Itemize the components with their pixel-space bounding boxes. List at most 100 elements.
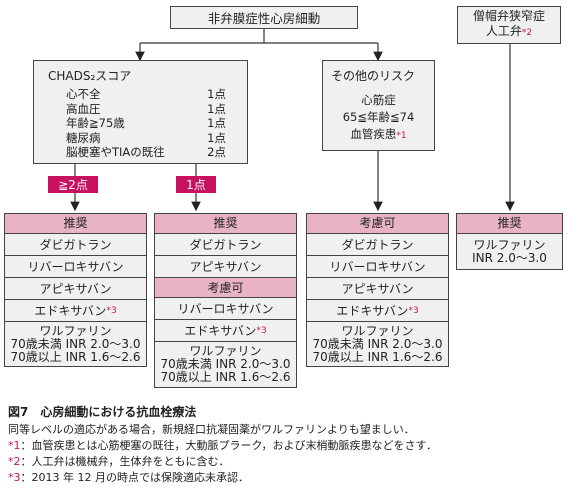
valve-line2: 人工弁 — [485, 24, 522, 38]
chads-item: 脳梗塞やTIAの既往 2点 — [66, 145, 226, 160]
chads-title: CHADS₂スコア — [48, 69, 132, 83]
chads-item-points: 1点 — [207, 101, 226, 116]
note-text: ：2013 年 12 月の時点では保険適応未承認． — [20, 471, 249, 484]
chads-item-label: 高血圧 — [66, 101, 101, 116]
col1-row: リバーロキサバン — [5, 255, 146, 278]
drug-name: エドキサバン — [336, 303, 409, 318]
chads-item-label: 年齢≧75歳 — [66, 116, 125, 130]
note-mark: *1 — [8, 439, 21, 452]
warfarin-name: ワルファリン — [341, 323, 414, 338]
col2-header2-text: 考慮可 — [207, 280, 244, 295]
other-item: 心筋症 — [361, 93, 396, 107]
caption-line1: 同等レベルの適応がある場合，新規経口抗凝固薬がワルファリンよりも望ましい． — [8, 423, 415, 436]
col2-row: エドキサバン*3 — [155, 319, 296, 342]
drug-name: エドキサバン — [184, 323, 257, 338]
other-mark: *1 — [396, 131, 407, 141]
drug-mark: *3 — [256, 325, 267, 336]
chads-item-label: 心不全 — [66, 87, 101, 101]
col3-header: 考慮可 — [307, 214, 448, 233]
col4-header-text: 推奨 — [497, 216, 522, 230]
warfarin-name: ワルファリン — [39, 323, 112, 338]
col3-header-text: 考慮可 — [359, 216, 396, 230]
col4-box: 推奨 ワルファリン INR 2.0〜3.0 — [456, 213, 563, 270]
col3-row: ダビガトラン — [307, 233, 448, 256]
other-item-text: 血管疾患 — [350, 127, 397, 141]
col1-warfarin: ワルファリン 70歳未満 INR 2.0〜3.0 70歳以上 INR 1.6〜2… — [5, 321, 146, 366]
drug-name: リバーロキサバン — [177, 301, 274, 316]
chip-score-ge2: ≧2点 — [48, 176, 98, 193]
drug-name: アピキサバン — [341, 281, 414, 296]
chads-item-points: 2点 — [207, 145, 226, 159]
col4-warfarin: ワルファリン INR 2.0〜3.0 — [457, 233, 562, 269]
col3-row: アピキサバン — [307, 277, 448, 300]
chads-item: 糖尿病 1点 — [66, 131, 226, 146]
col2-row: アピキサバン — [155, 255, 296, 278]
other-items: 心筋症 65≦年齢≦74 血管疾患*1 — [323, 92, 434, 145]
valve-line1: 僧帽弁狭窄症 — [472, 9, 545, 23]
col2-row: リバーロキサバン — [155, 297, 296, 320]
drug-mark: *3 — [106, 305, 117, 316]
col1-row: アピキサバン — [5, 277, 146, 300]
col3-row: エドキサバン*3 — [307, 299, 448, 322]
note-text: ：人工弁は機械弁，生体弁をともに含む． — [20, 455, 230, 468]
drug-name: ダビガトラン — [39, 237, 112, 252]
drug-name: ダビガトラン — [341, 237, 414, 252]
col2-warfarin: ワルファリン 70歳未満 INR 2.0〜3.0 70歳以上 INR 1.6〜2… — [155, 341, 296, 387]
col2-header2: 考慮可 — [155, 277, 296, 298]
valve-mark: *2 — [521, 28, 533, 38]
note-mark: *3 — [8, 471, 21, 484]
other-item: 血管疾患*1 — [323, 126, 434, 145]
chads-box: CHADS₂スコア 心不全 1点 高血圧 1点 年齢≧75歳 1点 糖尿病 1点 脳梗塞… — [33, 60, 248, 164]
col1-header: 推奨 — [5, 214, 146, 233]
col3-warfarin: ワルファリン 70歳未満 INR 2.0〜3.0 70歳以上 INR 1.6〜2… — [307, 321, 448, 366]
top-box: 非弁膜症性心房細動 — [170, 6, 358, 29]
other-title: その他のリスク — [331, 69, 416, 83]
chads-item: 心不全 1点 — [66, 87, 226, 102]
drug-name: アピキサバン — [39, 281, 112, 296]
top-title: 非弁膜症性心房細動 — [207, 11, 321, 26]
drug-name: エドキサバン — [34, 303, 107, 318]
warfarin-inr-under70: 70歳未満 INR 2.0〜3.0 — [312, 336, 443, 351]
chads-item-points: 1点 — [207, 87, 226, 101]
chads-item: 年齢≧75歳 1点 — [66, 116, 226, 131]
col2-row: ダビガトラン — [155, 233, 296, 256]
caption-note: *2：人工弁は機械弁，生体弁をともに含む． — [8, 454, 563, 470]
note-text: ：血管疾患とは心筋梗塞の既往，大動脈プラーク，および末梢動脈疾患などをさす． — [20, 439, 438, 452]
col1-row: エドキサバン*3 — [5, 299, 146, 322]
warfarin-name: ワルファリン — [189, 344, 262, 358]
warfarin-inr-over70: 70歳以上 INR 1.6〜2.6 — [10, 349, 141, 364]
col1-header-text: 推奨 — [63, 216, 88, 230]
other-risk-box: その他のリスク 心筋症 65≦年齢≦74 血管疾患*1 — [322, 60, 435, 151]
drug-name: アピキサバン — [189, 259, 262, 274]
warfarin-inr-over70: 70歳以上 INR 1.6〜2.6 — [160, 370, 291, 384]
col1-box: 推奨 ダビガトラン リバーロキサバン アピキサバン エドキサバン*3 ワルファリ… — [4, 213, 147, 367]
warfarin-inr-under70: 70歳未満 INR 2.0〜3.0 — [160, 357, 291, 371]
other-item: 65≦年齢≦74 — [342, 110, 415, 124]
col3-box: 考慮可 ダビガトラン リバーロキサバン アピキサバン エドキサバン*3 ワルファ… — [306, 213, 449, 367]
chads-item-label: 脳梗塞やTIAの既往 — [66, 145, 165, 159]
chads-item-label: 糖尿病 — [66, 130, 101, 145]
chads-item-points: 1点 — [207, 116, 226, 130]
figure-caption: 図7 心房細動における抗血栓療法 同等レベルの適応がある場合，新規経口抗凝固薬が… — [8, 404, 563, 486]
chip-score-1: 1点 — [176, 176, 216, 193]
col2-box: 推奨 ダビガトラン アピキサバン 考慮可 リバーロキサバン エドキサバン*3 ワ… — [154, 213, 297, 388]
drug-name: ダビガトラン — [189, 237, 262, 252]
warfarin-inr-under70: 70歳未満 INR 2.0〜3.0 — [10, 336, 141, 351]
warfarin-inr-over70: 70歳以上 INR 1.6〜2.6 — [312, 349, 443, 364]
col4-header: 推奨 — [457, 214, 562, 233]
caption-note: *1：血管疾患とは心筋梗塞の既往，大動脈プラーク，および末梢動脈疾患などをさす． — [8, 438, 563, 454]
col3-row: リバーロキサバン — [307, 255, 448, 278]
chads-item: 高血圧 1点 — [66, 102, 226, 117]
chads-items: 心不全 1点 高血圧 1点 年齢≧75歳 1点 糖尿病 1点 脳梗塞やTIAの既往 2点 — [66, 87, 226, 160]
caption-title: 図7 心房細動における抗血栓療法 — [8, 405, 197, 419]
warfarin-name: ワルファリン — [473, 237, 546, 252]
valve-box: 僧帽弁狭窄症 人工弁*2 — [457, 6, 561, 44]
col2-header: 推奨 — [155, 214, 296, 233]
col1-row: ダビガトラン — [5, 233, 146, 256]
drug-name: リバーロキサバン — [329, 259, 426, 274]
col2-header-text: 推奨 — [213, 216, 238, 230]
chads-item-points: 1点 — [207, 130, 226, 145]
note-mark: *2 — [8, 455, 21, 468]
